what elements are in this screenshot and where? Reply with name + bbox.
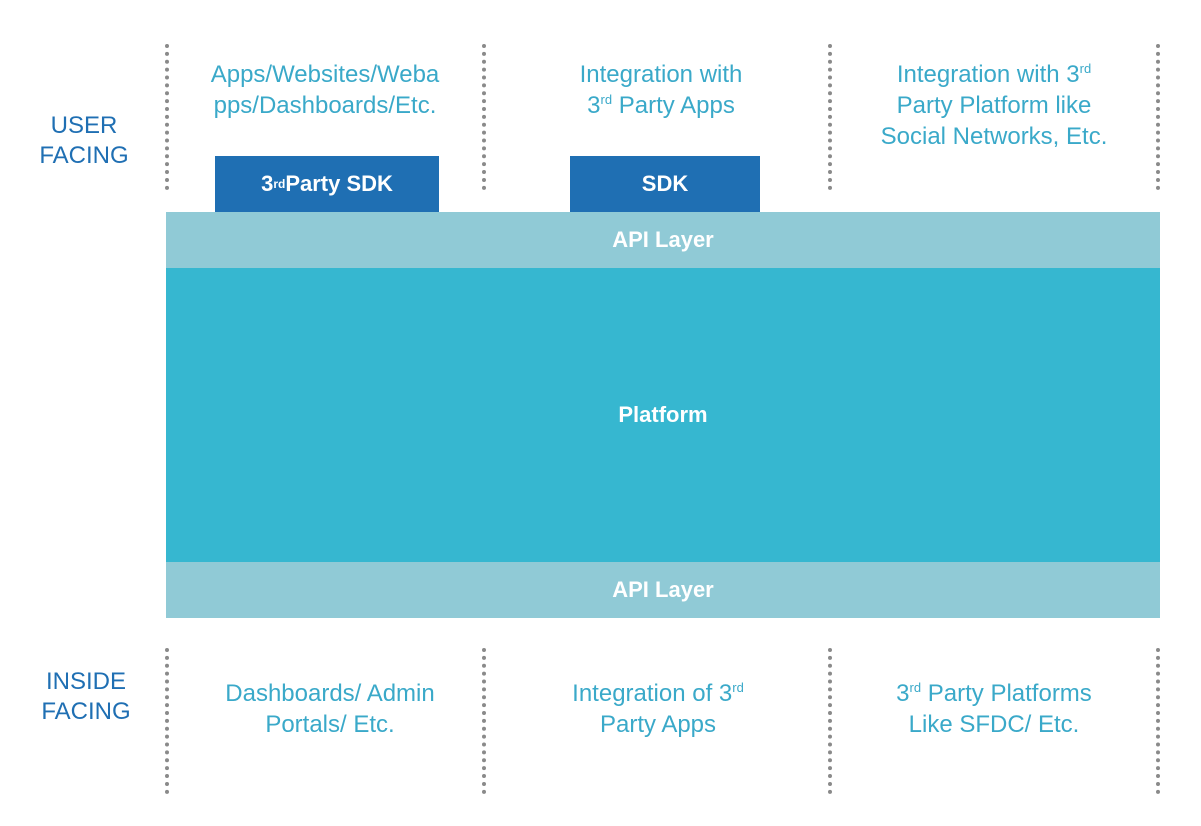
third-party-sdk-ordinal: 3 [261,171,274,196]
bottom-divider-3 [828,648,832,794]
inside-facing-label-line1: INSIDE [45,668,126,695]
inside-col2-line1-text: Integration of 3 [572,680,733,707]
user-col-apps-websites: Apps/Websites/Weba pps/Dashboards/Etc. [172,59,478,121]
user-col1-line1: Apps/Websites/Weba [210,61,440,88]
inside-col2-line2: Party Apps [599,711,717,738]
api-layer-bottom: API Layer [166,562,1160,618]
top-divider-2 [482,44,486,190]
user-col-third-party-apps: Integration with 3rd Party Apps [490,59,832,121]
inside-col1-line2: Portals/ Etc. [265,711,395,738]
bottom-divider-1 [165,648,169,794]
user-col2-line1: Integration with [579,61,743,88]
inside-col2-line1: Integration of 3rd [490,678,826,709]
inside-col1-line1: Dashboards/ Admin [225,680,435,707]
api-layer-top-label: API Layer [612,227,714,252]
user-col2-ordinal: 3 [587,92,601,119]
platform-label: Platform [618,402,708,427]
api-layer-bottom-label: API Layer [612,577,714,602]
api-layer-top: API Layer [166,212,1160,268]
user-facing-label-line2: FACING [39,142,129,169]
inside-col3-line1-rest: Party Platforms [921,680,1092,707]
user-col3-line1: Integration with 3rd [836,59,1152,90]
user-col2-ordinal-suffix: rd [600,92,613,107]
inside-col3-line2: Like SFDC/ Etc. [908,711,1080,738]
user-col3-ordinal-suffix: rd [1079,61,1092,76]
top-divider-1 [165,44,169,190]
bottom-divider-2 [482,648,486,794]
user-col2-rest: Party Apps [612,92,735,119]
user-col1-line2: pps/Dashboards/Etc. [213,92,437,119]
user-facing-label-line1: USER [50,112,118,139]
top-divider-4 [1156,44,1160,190]
user-col3-line3: Social Networks, Etc. [880,123,1108,150]
inside-facing-label: INSIDE FACING [26,667,146,727]
user-col2-line2: 3rd Party Apps [490,90,832,121]
inside-col3-line1: 3rd Party Platforms [836,678,1152,709]
inside-facing-label-line2: FACING [41,698,131,725]
inside-col2-ordinal-suffix: rd [732,680,744,695]
inside-col3-ordinal-suffix: rd [909,680,922,695]
inside-col-platforms: 3rd Party Platforms Like SFDC/ Etc. [836,678,1152,740]
platform-band: Platform [166,268,1160,562]
inside-col-dashboards: Dashboards/ Admin Portals/ Etc. [172,678,488,740]
user-col-third-party-platform: Integration with 3rd Party Platform like… [836,59,1152,152]
sdk-box-label: SDK [641,171,689,196]
inside-col3-ordinal: 3 [896,680,910,707]
user-col3-line1-text: Integration with 3 [896,61,1080,88]
user-col3-line2: Party Platform like [896,92,1092,119]
user-facing-label: USER FACING [24,111,144,171]
sdk-box: SDK [570,156,760,212]
top-divider-3 [828,44,832,190]
third-party-sdk-text: Party SDK [285,171,393,196]
inside-col-integration: Integration of 3rd Party Apps [490,678,826,740]
bottom-divider-4 [1156,648,1160,794]
